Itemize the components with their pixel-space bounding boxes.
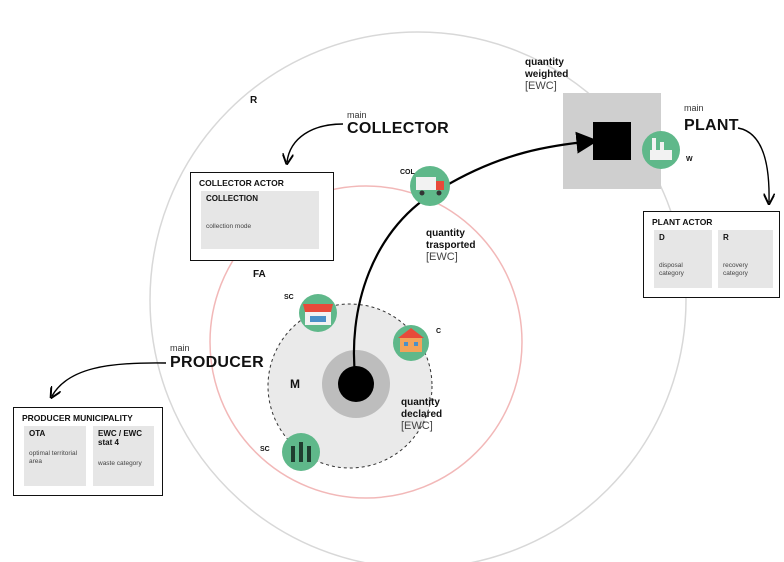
- truck-icon: [410, 166, 450, 206]
- collector-actor-box: COLLECTOR ACTOR COLLECTION collection mo…: [190, 172, 334, 261]
- plant-pointer-arrow: [737, 127, 769, 202]
- region-inner-label: M: [290, 377, 300, 391]
- plant-actor-box: PLANT ACTOR D disposal category R recove…: [643, 211, 780, 298]
- collector-actor-title: COLLECTOR ACTOR: [199, 178, 284, 188]
- quantity-weighted-unit: [EWC]: [525, 80, 557, 92]
- plant-cell-recovery: R recovery category: [718, 230, 773, 288]
- plant-cell-recovery-text: recovery category: [723, 262, 748, 277]
- quantity-transported-label: quantity trasported [EWC]: [426, 228, 475, 264]
- plant-cell-disposal: D disposal category: [654, 230, 712, 288]
- plant-title: PLANT: [684, 117, 739, 134]
- truck-abbr: COL: [400, 169, 415, 176]
- quantity-declared-unit: [EWC]: [401, 420, 433, 432]
- collection-cell: COLLECTION collection mode: [201, 191, 319, 249]
- shop-abbr: SC: [284, 294, 294, 301]
- producer-municipality-box: PRODUCER MUNICIPALITY OTA optimal territ…: [13, 407, 163, 496]
- producer-title: PRODUCER: [170, 354, 264, 371]
- region-middle-label: FA: [253, 269, 266, 280]
- producer-cell-ota: OTA optimal territorial area: [24, 426, 86, 486]
- quantity-declared-label: quantity declared [EWC]: [401, 397, 442, 433]
- farm-abbr: SC: [260, 446, 270, 453]
- collector-pointer-arrow: [287, 123, 344, 162]
- collection-cell-text: collection mode: [206, 223, 252, 230]
- collection-cell-title: COLLECTION: [206, 194, 258, 203]
- quantity-declared-line1: quantity: [401, 397, 440, 408]
- producer-cell-ota-text: optimal territorial area: [29, 450, 78, 465]
- quantity-declared-line2: declared: [401, 408, 443, 420]
- quantity-weighted-line1: quantity: [525, 57, 564, 68]
- plant-actor-title: PLANT ACTOR: [652, 217, 713, 227]
- producer-cell-ewc-text: waste category: [98, 460, 142, 467]
- plant-cell-disposal-title: D: [659, 233, 665, 242]
- plant-prefix: main: [684, 103, 704, 113]
- plant-cell-disposal-text: disposal category: [659, 262, 684, 277]
- factory-abbr: W: [686, 156, 693, 163]
- quantity-transported-unit: [EWC]: [426, 251, 458, 263]
- producer-cell-ewc-title: EWC / EWC stat 4: [98, 429, 142, 447]
- producer-municipality-title: PRODUCER MUNICIPALITY: [22, 413, 133, 423]
- region-outer-label: R: [250, 95, 258, 106]
- quantity-transported-line2: trasported: [426, 239, 476, 251]
- producer-cell-ota-title: OTA: [29, 429, 46, 438]
- farm-icon: [282, 433, 320, 471]
- collector-prefix: main: [347, 110, 367, 120]
- producer-prefix: main: [170, 343, 190, 353]
- producer-pointer-arrow: [52, 362, 167, 396]
- quantity-weighted-label: quantity weighted [EWC]: [525, 57, 568, 93]
- home-abbr: C: [436, 328, 442, 335]
- factory-icon: [642, 131, 680, 169]
- plant-cell-recovery-title: R: [723, 233, 729, 242]
- collector-title: COLLECTOR: [347, 120, 449, 137]
- plant-square-inner: [593, 122, 631, 160]
- quantity-weighted-line2: weighted: [525, 68, 569, 80]
- quantity-transported-line1: quantity: [426, 228, 465, 239]
- home-icon: [393, 325, 429, 361]
- shop-icon: [299, 294, 337, 332]
- producer-cell-ewc: EWC / EWC stat 4 waste category: [93, 426, 154, 486]
